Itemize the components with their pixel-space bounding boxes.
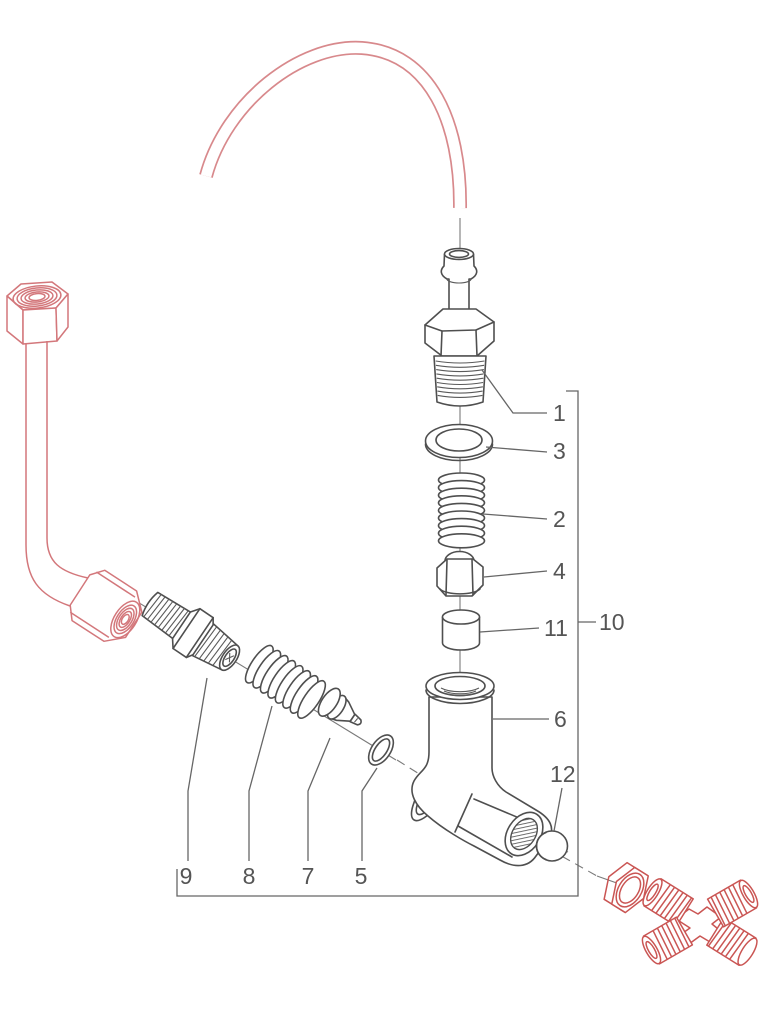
callout-label-1: 1 bbox=[553, 400, 566, 426]
o-ring bbox=[367, 734, 395, 766]
center-axes bbox=[117, 218, 643, 893]
washer bbox=[424, 423, 494, 462]
bushing-spacer bbox=[441, 609, 481, 651]
valve-poppet bbox=[317, 687, 362, 726]
red-elbow-pipe-assembly bbox=[6, 281, 143, 643]
callout-label-2: 2 bbox=[553, 506, 566, 532]
leader-lines bbox=[187, 369, 563, 861]
callout-label-11: 11 bbox=[544, 615, 568, 641]
red-flare-nut bbox=[69, 569, 143, 643]
callout-label-8: 8 bbox=[243, 863, 256, 889]
hose-barb-fitting bbox=[424, 247, 495, 407]
cross-arm-upper-left bbox=[642, 878, 694, 927]
red-cross-fitting bbox=[641, 878, 759, 966]
cross-arm-lower-left bbox=[641, 916, 694, 965]
elbow-threaded-opening bbox=[504, 811, 544, 857]
group-bracket bbox=[176, 390, 596, 897]
elbow-valve-body bbox=[410, 671, 553, 867]
threaded-union-fitting bbox=[141, 591, 241, 672]
elbow-top-rim bbox=[425, 671, 495, 705]
callout-label-10: 10 bbox=[599, 609, 625, 635]
red-pipe-inner-line bbox=[46, 341, 89, 579]
callout-label-4: 4 bbox=[553, 558, 566, 584]
valve-nut bbox=[436, 550, 484, 597]
callout-label-3: 3 bbox=[553, 438, 566, 464]
large-spring bbox=[437, 472, 486, 549]
red-hose-tube bbox=[199, 40, 468, 209]
plug-cap bbox=[535, 830, 569, 862]
red-pipe-outer-line bbox=[25, 344, 71, 607]
cross-arm-upper-right bbox=[706, 879, 759, 928]
callout-labels: 1 3 2 4 11 10 6 12 9 8 7 5 bbox=[180, 400, 625, 889]
callout-label-7: 7 bbox=[302, 863, 315, 889]
red-top-hex-nut bbox=[6, 281, 69, 345]
callout-label-6: 6 bbox=[554, 706, 567, 732]
red-cross-nut bbox=[603, 861, 649, 914]
callout-label-9: 9 bbox=[180, 863, 193, 889]
small-spring bbox=[244, 644, 327, 719]
callout-label-5: 5 bbox=[355, 863, 368, 889]
callout-label-12: 12 bbox=[550, 761, 576, 787]
